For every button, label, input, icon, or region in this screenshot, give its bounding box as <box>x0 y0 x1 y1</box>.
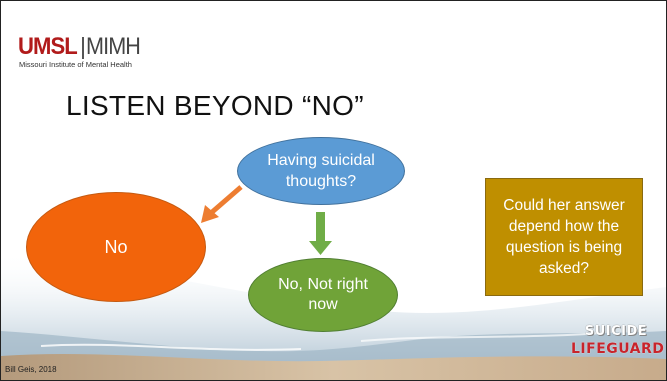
answer-no-node: No <box>26 192 206 302</box>
answer-not-now-node: No, Not right now <box>248 258 398 332</box>
suicide-lifeguard-logo: SUICIDE LIFEGUARD <box>571 324 665 357</box>
callout-text: Could her answer depend how the question… <box>503 197 625 277</box>
author-credit: Bill Geis, 2018 <box>5 365 57 374</box>
answer-no-text: No <box>104 236 128 257</box>
answer-not-now-text: No, Not right now <box>278 276 368 313</box>
brand-line-2: LIFEGUARD <box>571 341 665 357</box>
logo-unit: MIMH <box>86 33 141 60</box>
brand-line-1: SUICIDE <box>584 324 648 339</box>
logo-divider <box>82 37 84 59</box>
arrow-to-not-now <box>309 212 332 255</box>
slide-title: LISTEN BEYOND “NO” <box>66 90 364 121</box>
umsl-mimh-logo: UMSL MIMH Missouri Institute of Mental H… <box>18 35 188 71</box>
question-callout-box: Could her answer depend how the question… <box>485 178 643 296</box>
logo-brand: UMSL <box>18 33 78 60</box>
logo-subtitle: Missouri Institute of Mental Health <box>19 60 132 69</box>
question-node: Having suicidal thoughts? <box>237 137 405 205</box>
arrow-to-no <box>201 185 243 223</box>
question-text: Having suicidal thoughts? <box>267 152 375 190</box>
